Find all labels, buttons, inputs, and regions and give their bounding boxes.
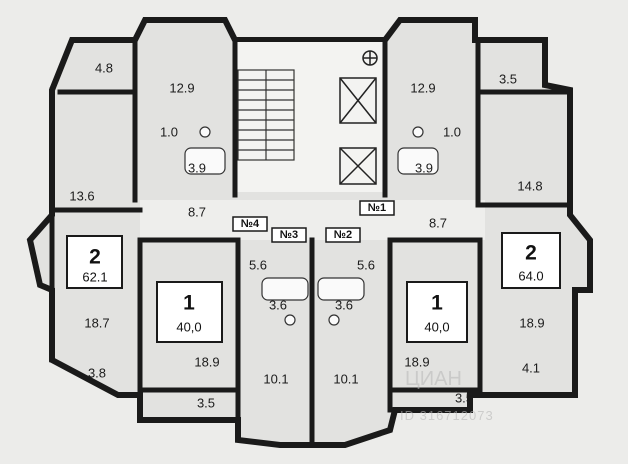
apartment-tag-3-frame (271, 227, 307, 243)
apartment-4-rooms: 2 (89, 246, 101, 269)
interior-walls (49, 37, 573, 443)
room-area-8-7-left: 8.7 (188, 204, 206, 219)
room-area-1-0-left: 1.0 (160, 124, 178, 139)
apartment-1-rooms: 2 (525, 242, 537, 265)
room-area-3-9-left: 3.9 (188, 160, 206, 175)
room-area-4-8: 4.8 (95, 60, 113, 75)
apartment-4-area: 62.1 (82, 269, 107, 284)
apartment-tag-4: №4 (241, 218, 260, 230)
apartment-tag-2: №2 (334, 229, 352, 241)
room-area-4-1: 4.1 (522, 360, 540, 375)
room-area-18-7: 18.7 (84, 315, 109, 330)
room-area-12-9-right: 12.9 (410, 80, 435, 95)
apartment-2-area: 40,0 (424, 319, 449, 334)
apartment-box-1 (501, 232, 561, 289)
apartment-box-3 (156, 281, 223, 343)
elevators (339, 50, 378, 185)
room-area-10-1-right: 10.1 (333, 371, 358, 386)
room-area-3-6-left: 3.6 (269, 297, 287, 312)
apartment-box-2 (406, 281, 468, 343)
watermark-brand: ЦИАН (405, 368, 462, 390)
apartment-3-area: 40,0 (176, 319, 201, 334)
apartment-tag-3: №3 (280, 229, 298, 241)
apartment-tag-4-frame (232, 216, 268, 232)
staircase (237, 69, 295, 161)
room-area-5-6-right: 5.6 (357, 257, 375, 272)
room-area-1-0-right: 1.0 (443, 124, 461, 139)
watermark: ЦИАН ID 316712073 (400, 368, 494, 423)
room-area-8-7-right: 8.7 (429, 215, 447, 230)
room-area-18-9-mid: 18.9 (404, 354, 429, 369)
apartment-tag-1: №1 (368, 202, 386, 214)
room-area-3-6-right: 3.6 (335, 297, 353, 312)
apartment-1-area: 64.0 (518, 268, 543, 283)
apartment-2-rooms: 1 (431, 292, 443, 315)
room-area-10-1-left: 10.1 (263, 371, 288, 386)
room-area-3-5-left: 3.5 (197, 395, 215, 410)
apartment-tag-2-frame (325, 227, 361, 243)
room-area-14-8: 14.8 (517, 178, 542, 193)
watermark-id: ID 316712073 (400, 408, 494, 423)
apartment-tag-1-frame (359, 200, 395, 216)
room-area-13-6: 13.6 (69, 188, 94, 203)
room-area-12-9-left: 12.9 (169, 80, 194, 95)
room-area-3-5-top: 3.5 (499, 71, 517, 86)
room-area-3-5-right: 3.5 (455, 390, 473, 405)
bathroom-fixtures (184, 126, 439, 326)
room-area-5-6-left: 5.6 (249, 257, 267, 272)
room-area-3-8: 3.8 (88, 365, 106, 380)
room-area-3-9-right: 3.9 (415, 160, 433, 175)
apartment-3-rooms: 1 (183, 292, 195, 315)
apartment-box-4 (66, 235, 123, 289)
room-area-18-9-right: 18.9 (519, 315, 544, 330)
corridor (140, 200, 485, 240)
room-area-labels: 4.8 12.9 1.0 3.9 13.6 8.7 5.6 18.7 3.8 1… (69, 60, 544, 410)
room-area-18-9-left: 18.9 (194, 354, 219, 369)
